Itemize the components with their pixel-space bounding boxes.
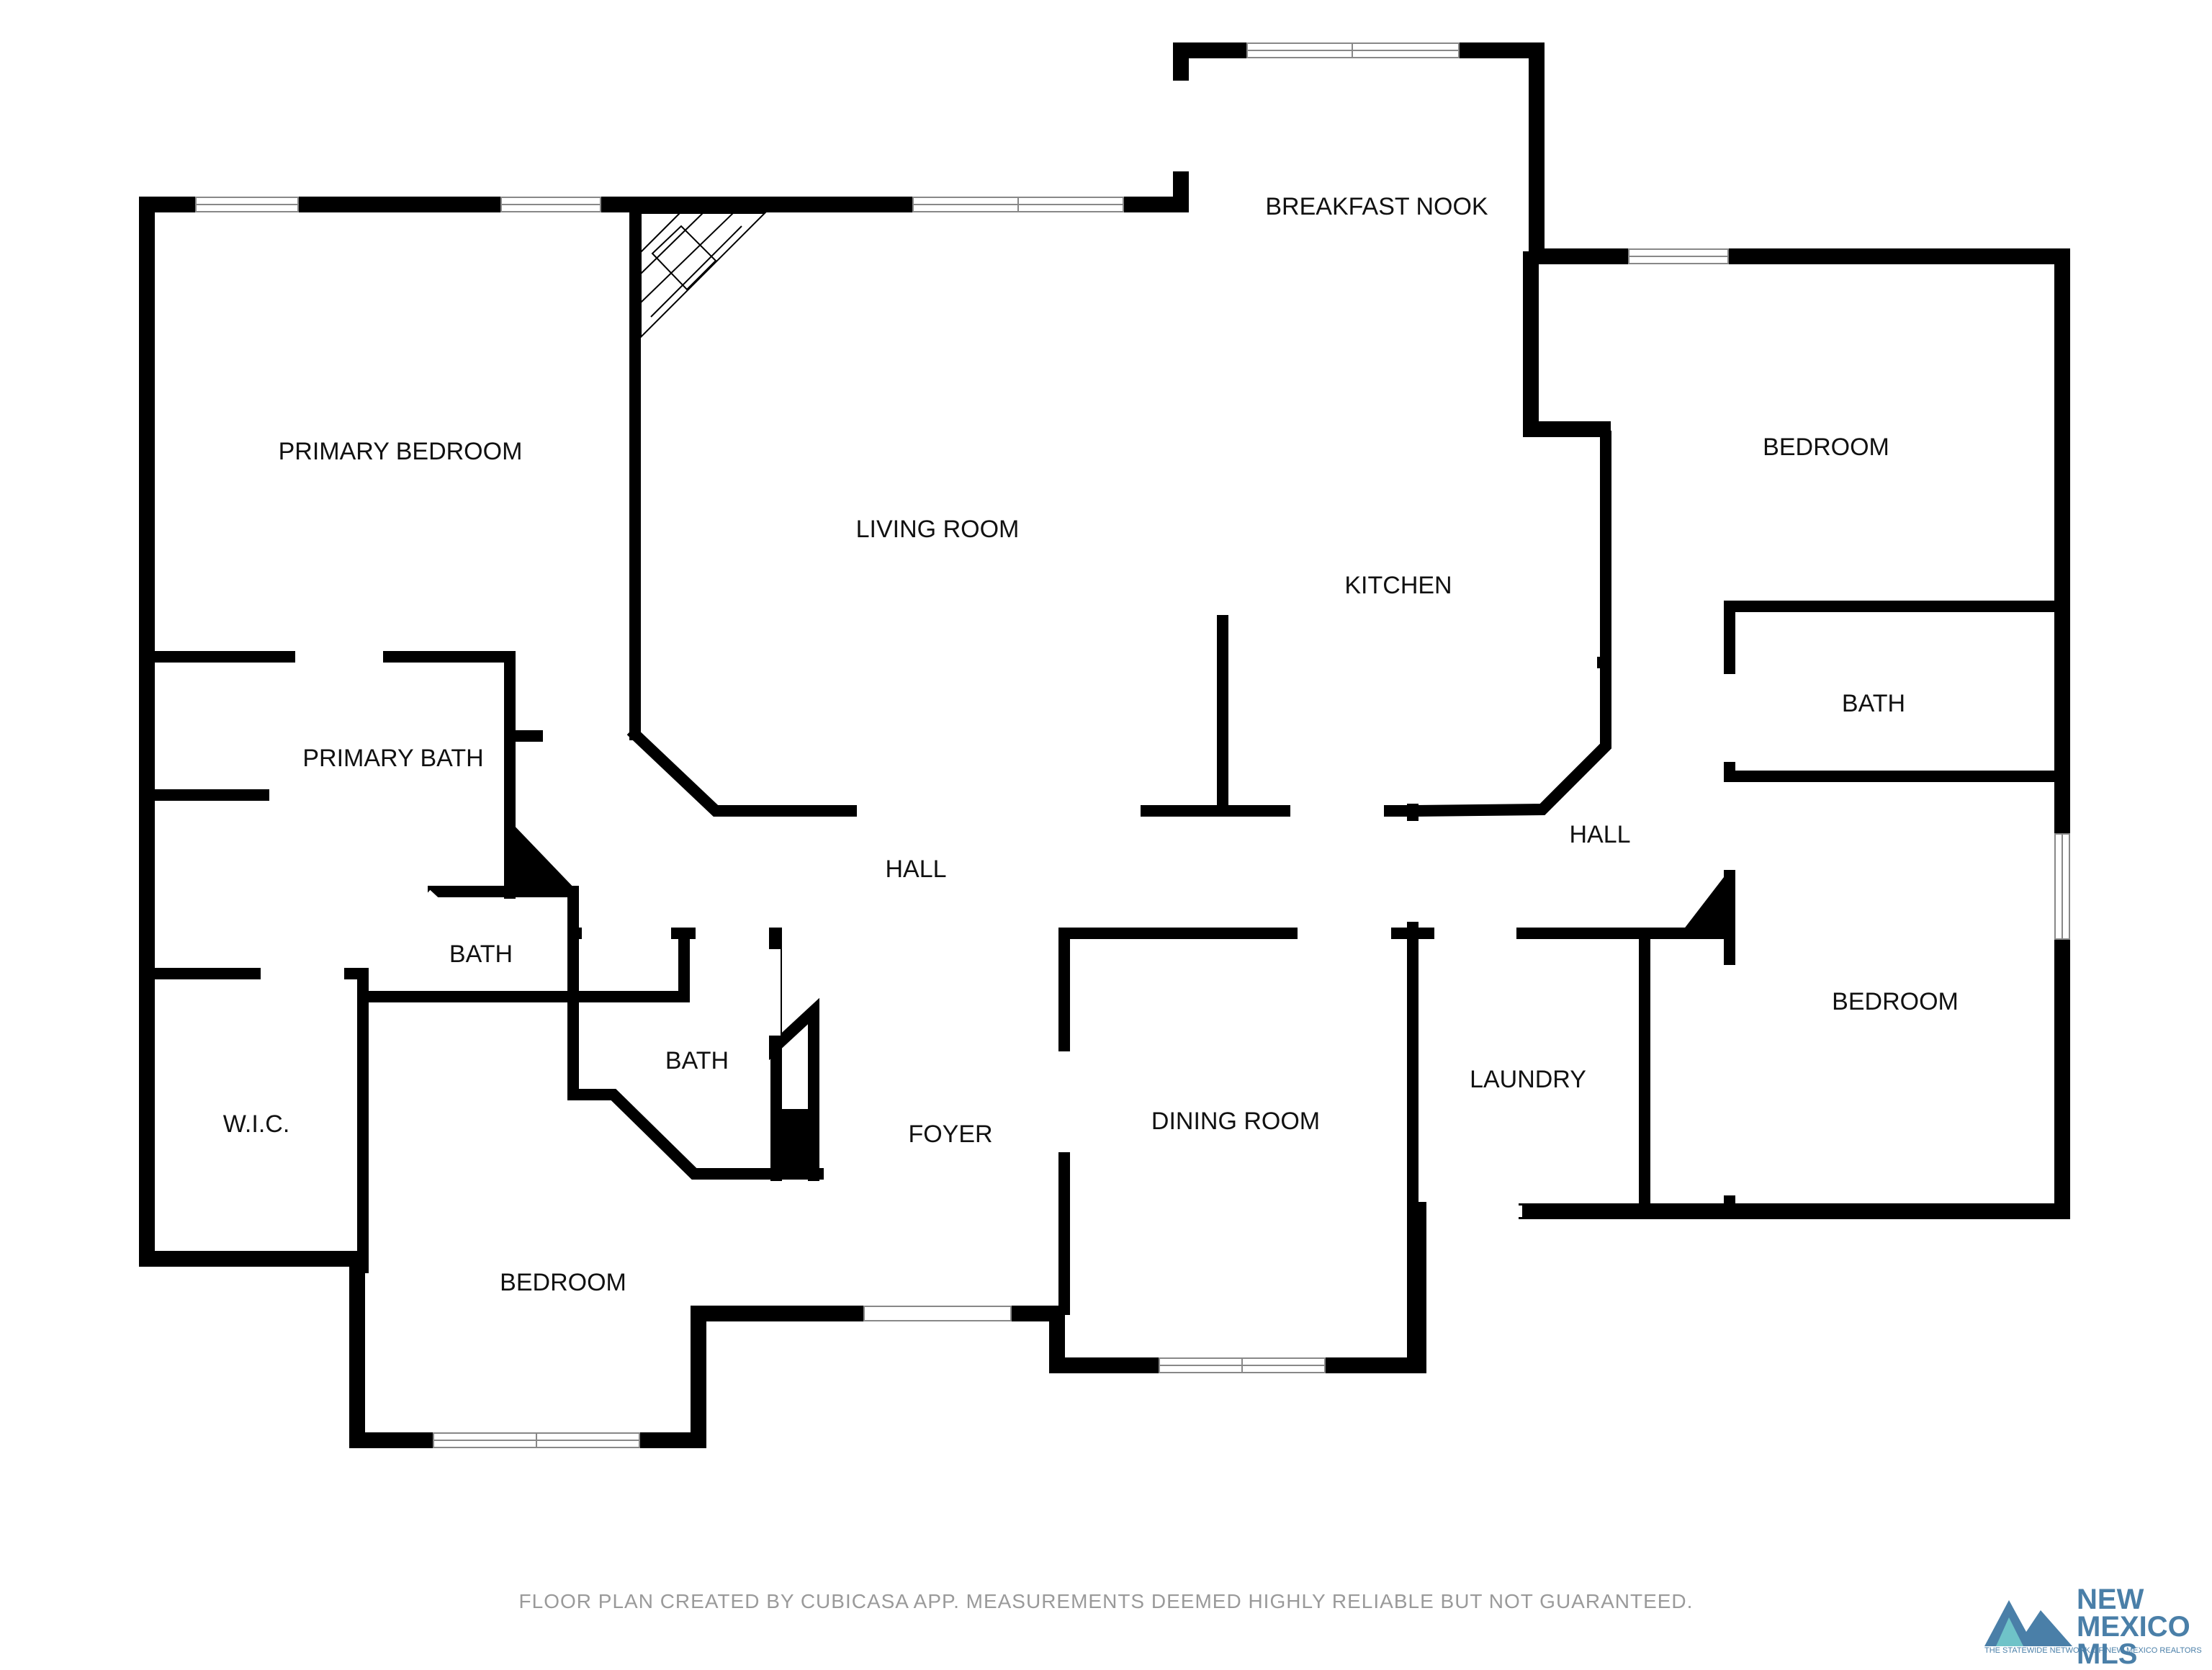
logo-line1: NEW — [2077, 1584, 2144, 1615]
mountain-logo-icon — [1984, 1600, 2072, 1646]
room-label-bath-mid: BATH — [665, 1047, 729, 1074]
room-label-wic: W.I.C. — [223, 1110, 290, 1138]
logo-tagline: THE STATEWIDE NETWORK OF NEW MEXICO REAL… — [1984, 1646, 2202, 1655]
wall-fill — [510, 821, 579, 893]
wall-southwest — [139, 1202, 1426, 1448]
room-label-foyer: FOYER — [908, 1121, 992, 1148]
fireplace — [640, 212, 767, 339]
wall-fill — [1681, 877, 1724, 933]
logo-text: NEW MEXICO MLS — [2077, 1584, 2209, 1670]
room-label-primary-bath: PRIMARY BATH — [302, 745, 483, 772]
logo-line2: MEXICO MLS — [2077, 1611, 2190, 1670]
room-label-primary-bedroom: PRIMARY BEDROOM — [279, 438, 523, 465]
room-label-dining-room: DINING ROOM — [1151, 1108, 1320, 1135]
footer-disclaimer: FLOOR PLAN CREATED BY CUBICASA APP. MEAS… — [518, 1590, 1694, 1612]
room-label-kitchen: KITCHEN — [1344, 572, 1452, 599]
room-label-bedroom-southwest: BEDROOM — [500, 1269, 626, 1296]
room-label-bath-small: BATH — [449, 941, 513, 968]
room-label-hall-center: HALL — [885, 856, 946, 883]
wall-fill — [779, 1109, 818, 1174]
room-label-bath-east: BATH — [1842, 690, 1905, 717]
openings — [195, 42, 2070, 1448]
room-labels: BREAKFAST NOOK PRIMARY BEDROOM LIVING RO… — [223, 193, 1959, 1296]
walls — [139, 42, 2070, 1448]
room-label-breakfast-nook: BREAKFAST NOOK — [1265, 193, 1488, 220]
room-label-laundry: LAUNDRY — [1470, 1066, 1586, 1093]
room-label-living-room: LIVING ROOM — [856, 516, 1020, 543]
room-label-bedroom-east: BEDROOM — [1763, 434, 1889, 461]
mls-logo: NEW MEXICO MLS THE STATEWIDE NETWORK OF … — [1979, 1581, 2209, 1669]
room-label-bedroom-southeast: BEDROOM — [1832, 988, 1959, 1015]
room-label-hall-east: HALL — [1569, 821, 1630, 848]
